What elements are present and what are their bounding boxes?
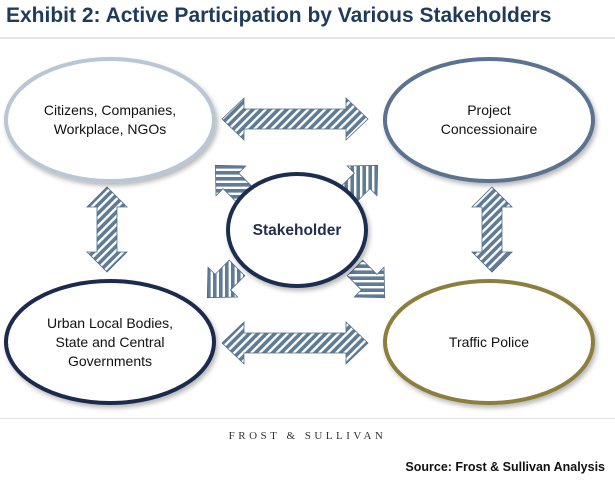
node-bottom-left bbox=[4, 279, 216, 405]
node-top-right-label: Project Concessionaire bbox=[387, 78, 591, 162]
node-top-right-line2: Concessionaire bbox=[440, 121, 538, 137]
node-bottom-left-label: Urban Local Bodies, State and Central Go… bbox=[8, 296, 212, 388]
title-divider bbox=[0, 37, 615, 39]
node-top-right bbox=[383, 57, 595, 183]
node-top-left-label: Citizens, Companies, Workplace, NGOs bbox=[8, 78, 212, 162]
source-note: Source: Frost & Sullivan Analysis bbox=[405, 460, 605, 474]
arrow-left-vertical bbox=[86, 186, 128, 273]
node-center bbox=[226, 172, 368, 288]
node-bottom-left-line1: Urban Local Bodies, bbox=[46, 314, 174, 331]
node-top-right-line1: Project bbox=[467, 102, 511, 118]
arrow-right-vertical bbox=[471, 186, 513, 273]
node-bottom-left-line2: State and Central bbox=[55, 333, 165, 350]
arrow-bottom-horizontal bbox=[221, 321, 369, 365]
arrow-diagonal-bottom-right bbox=[346, 259, 386, 299]
brand-logo-text: FROST & SULLIVAN bbox=[228, 430, 387, 442]
footer-divider bbox=[0, 418, 615, 419]
exhibit-title: Exhibit 2: Active Participation by Vario… bbox=[6, 4, 552, 27]
arrow-top-horizontal bbox=[221, 97, 369, 141]
node-top-left bbox=[4, 57, 216, 183]
node-bottom-left-line3: Governments bbox=[67, 352, 153, 369]
node-top-left-line2: Workplace, NGOs bbox=[53, 121, 167, 137]
node-bottom-right-label: Traffic Police bbox=[448, 333, 530, 350]
arrow-diagonal-bottom-left bbox=[206, 259, 246, 299]
node-bottom-right bbox=[383, 279, 595, 405]
node-center-label: Stakeholder bbox=[252, 221, 342, 239]
node-top-left-line1: Citizens, Companies, bbox=[43, 102, 177, 118]
